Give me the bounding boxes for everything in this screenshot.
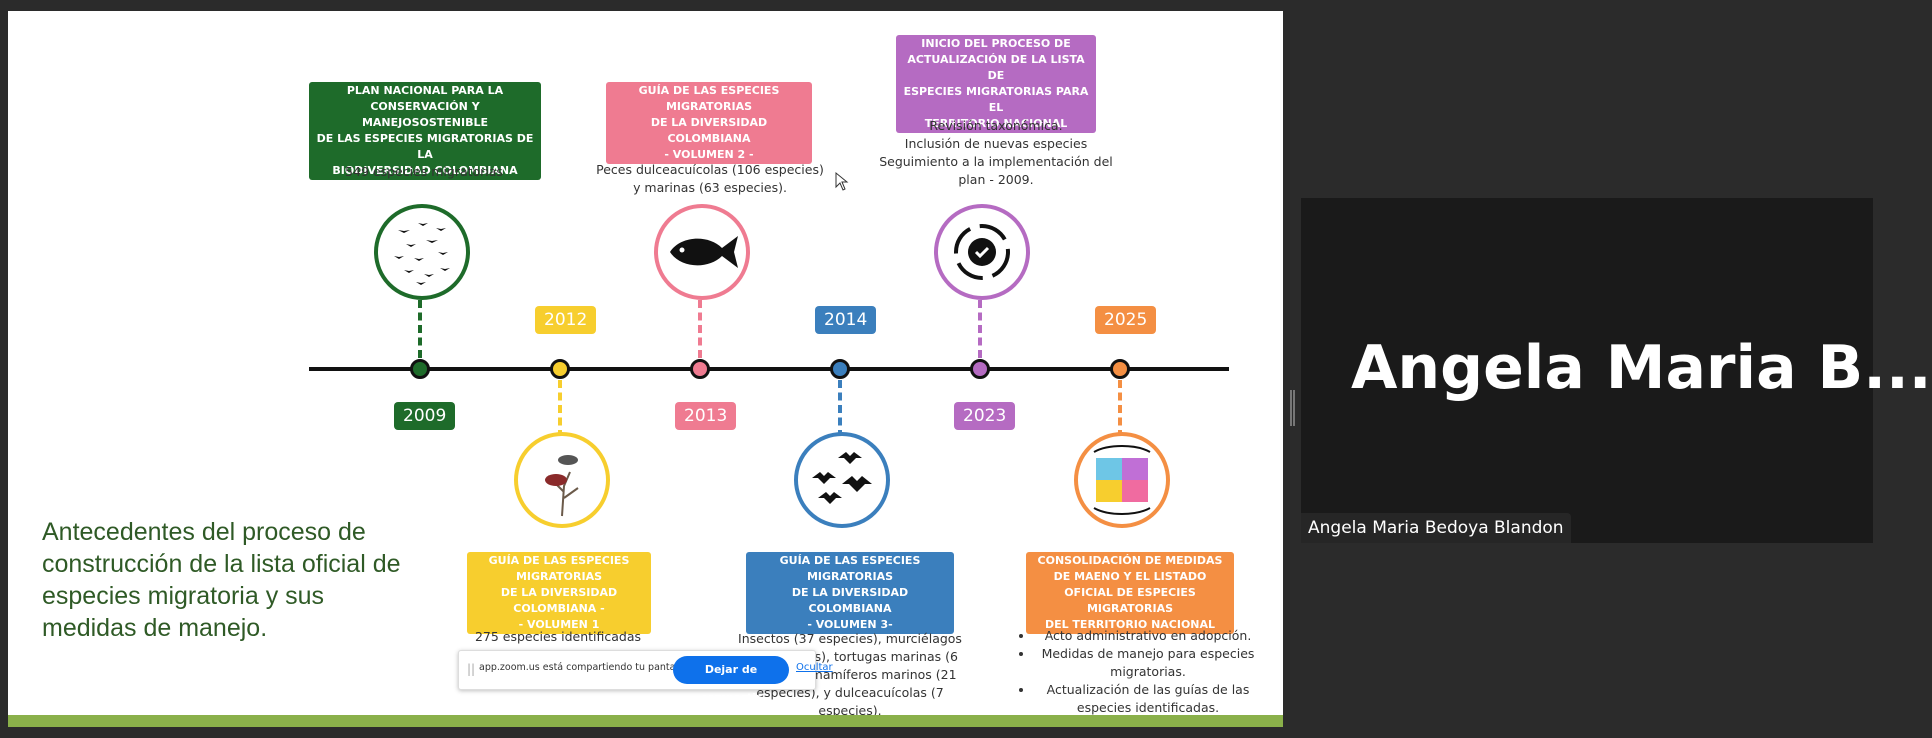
mouse-cursor-icon (835, 171, 849, 191)
milestone-2025-box: CONSOLIDACIÓN DE MEDIDAS DE MAENO Y EL L… (1026, 552, 1234, 634)
bullet-item: Medidas de manejo para especies migrator… (1034, 645, 1262, 681)
timeline-axis (309, 367, 1229, 371)
connector-2013 (698, 300, 702, 358)
milestone-2012-desc: 275 especies identificadas (474, 629, 642, 644)
milestone-2023-box: INICIO DEL PROCESO DE ACTUALIZACIÓN DE L… (896, 35, 1096, 133)
connector-2025 (1118, 380, 1122, 438)
connector-2009 (418, 300, 422, 358)
puzzle-icon (1074, 432, 1170, 528)
panel-resize-handle[interactable] (1290, 390, 1295, 426)
timeline-dot-2013 (690, 359, 710, 379)
birds-on-branch-icon (514, 432, 610, 528)
milestone-2013-desc: Peces dulceacuícolas (106 especies) y ma… (596, 162, 824, 195)
stop-sharing-button[interactable]: Dejar de compartir (673, 656, 789, 704)
slide-footer-bar (8, 715, 1283, 727)
milestone-2009-box: PLAN NACIONAL PARA LA CONSERVACIÓN Y MAN… (309, 82, 541, 180)
connector-2023 (978, 300, 982, 358)
bullet-item: Acto administrativo en adopción. (1034, 627, 1262, 645)
screen-share-bar: || app.zoom.us está compartiendo tu pant… (458, 650, 833, 704)
milestone-2009-desc: 549 especies migratorias (345, 164, 503, 179)
milestone-2012-box: GUÍA DE LAS ESPECIES MIGRATORIAS DE LA D… (467, 552, 651, 634)
fish-icon (654, 204, 750, 300)
shared-slide: PLAN NACIONAL PARA LA CONSERVACIÓN Y MAN… (8, 11, 1283, 727)
connector-2014 (838, 380, 842, 438)
timeline-dot-2025 (1110, 359, 1130, 379)
year-badge-2023: 2023 (954, 402, 1016, 430)
timeline-dot-2014 (830, 359, 850, 379)
connector-2012 (558, 380, 562, 438)
milestone-2023-desc: Revisión taxonómica. Inclusión de nuevas… (879, 118, 1113, 187)
gear-cycle-icon (934, 204, 1030, 300)
bats-icon (794, 432, 890, 528)
drag-handle-icon[interactable]: || (467, 662, 476, 676)
participant-name-tag: Angela Maria Bedoya Blandon (1301, 513, 1571, 543)
birds-flock-icon (374, 204, 470, 300)
share-message: app.zoom.us está compartiendo tu pantall… (479, 662, 690, 673)
milestone-2014-desc: Insectos (37 especies), murciélagos (30 … (738, 631, 962, 718)
milestone-2025-bullets: Acto administrativo en adopción. Medidas… (1018, 627, 1262, 717)
year-badge-2009: 2009 (394, 402, 456, 430)
timeline-dot-2012 (550, 359, 570, 379)
hide-link[interactable]: Ocultar (796, 662, 833, 673)
participant-video-tile[interactable]: Angela Maria B... Angela Maria Bedoya Bl… (1301, 198, 1932, 543)
timeline-dot-2009 (410, 359, 430, 379)
milestone-2014-box: GUÍA DE LAS ESPECIES MIGRATORIAS DE LA D… (746, 552, 954, 634)
participant-display-name: Angela Maria B... (1351, 333, 1932, 403)
milestone-2013-box: GUÍA DE LAS ESPECIES MIGRATORIAS DE LA D… (606, 82, 812, 164)
timeline-dot-2023 (970, 359, 990, 379)
bullet-item: Actualización de las guías de las especi… (1034, 681, 1262, 717)
year-badge-2012: 2012 (535, 306, 597, 334)
year-badge-2013: 2013 (675, 402, 737, 430)
year-badge-2025: 2025 (1095, 306, 1157, 334)
slide-title: Antecedentes del proceso de construcción… (42, 518, 401, 642)
year-badge-2014: 2014 (815, 306, 877, 334)
